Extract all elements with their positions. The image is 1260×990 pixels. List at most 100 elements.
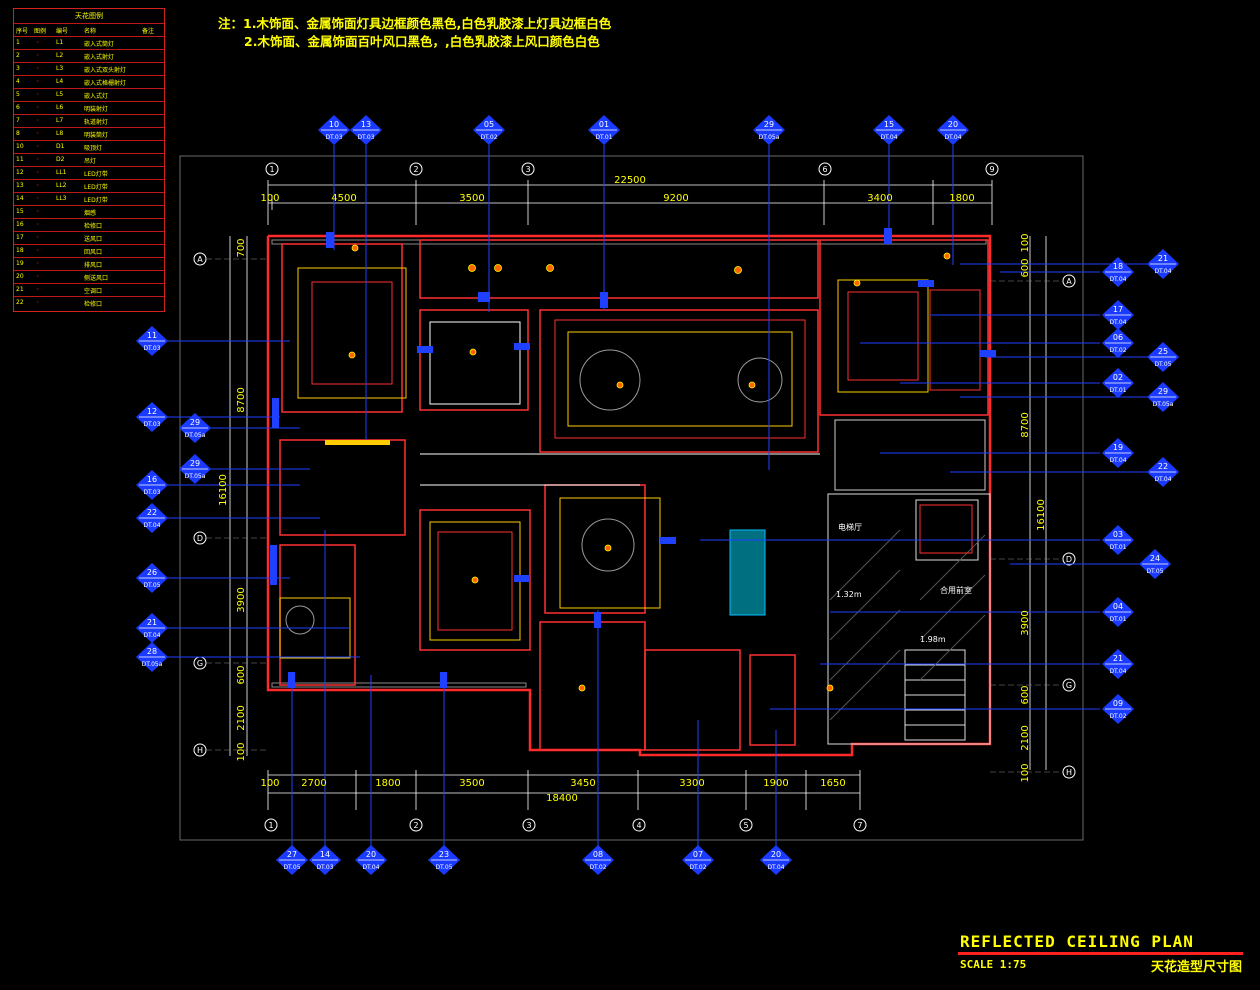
legend-symbol-icon: ◦ bbox=[36, 39, 40, 46]
legend-row-no: 18 bbox=[16, 247, 24, 254]
dim-top-seg-3: 9200 bbox=[663, 193, 688, 204]
callout-left-2-ref: DT.05a bbox=[185, 432, 206, 439]
callout-right-5-num: 02 bbox=[1113, 373, 1123, 382]
callout-top-3-ref: DT.01 bbox=[595, 134, 612, 141]
callout-top-1-num: 13 bbox=[361, 120, 371, 129]
callout-top-6-ref: DT.04 bbox=[944, 134, 961, 141]
legend-symbol-icon: ◦ bbox=[36, 143, 40, 150]
legend-row-code: D1 bbox=[56, 143, 65, 150]
room-label-0: 电梯厅 bbox=[838, 522, 862, 532]
callout-top-4-num: 29 bbox=[764, 120, 774, 129]
callout-right-1-ref: DT.04 bbox=[1154, 268, 1171, 275]
dim-right-total: 16100 bbox=[1036, 499, 1047, 531]
room-label-1: 合用前室 bbox=[940, 585, 972, 595]
axis-right-0: A bbox=[1066, 277, 1072, 286]
outer-walls bbox=[266, 234, 992, 757]
dim-right-seg-0: 100 bbox=[1020, 233, 1031, 252]
callout-right-9-num: 03 bbox=[1113, 530, 1123, 539]
callout-bottom-1-ref: DT.03 bbox=[316, 864, 333, 871]
note-line-2: 2.木饰面、金属饰面百叶风口黑色，,白色乳胶漆上风口颜色白色 bbox=[244, 34, 600, 49]
legend-header-code: 编号 bbox=[56, 28, 69, 35]
legend-row-name: 烟感 bbox=[84, 210, 97, 217]
legend-row-no: 13 bbox=[16, 182, 24, 189]
legend-row-code: L4 bbox=[56, 78, 64, 85]
callout-right-7-num: 19 bbox=[1113, 443, 1123, 452]
callout-bottom-0-num: 27 bbox=[287, 850, 297, 859]
callout-bottom-5-ref: DT.02 bbox=[689, 864, 706, 871]
callout-right-12-num: 21 bbox=[1113, 654, 1123, 663]
legend-row-no: 10 bbox=[16, 143, 24, 150]
legend-row-no: 15 bbox=[16, 208, 24, 215]
drawing-title-cn: 天花造型尺寸图 bbox=[1150, 960, 1242, 975]
callout-top-3-num: 01 bbox=[599, 120, 609, 129]
dim-top-total: 22500 bbox=[614, 175, 646, 186]
legend-row-code: L7 bbox=[56, 117, 64, 124]
legend-row-code: L8 bbox=[56, 130, 64, 137]
callout-bottom-4-num: 08 bbox=[593, 850, 603, 859]
legend-row-no: 22 bbox=[16, 299, 24, 306]
callout-right-0-num: 18 bbox=[1113, 262, 1123, 271]
legend-row-name: 检修口 bbox=[84, 301, 103, 308]
axis-left-3: H bbox=[197, 746, 203, 755]
callout-bottom-3-num: 23 bbox=[439, 850, 449, 859]
callout-top-0-num: 10 bbox=[329, 120, 339, 129]
legend-symbol-icon: ◦ bbox=[36, 117, 40, 124]
callout-right-4-ref: DT.05 bbox=[1154, 361, 1171, 368]
axis-bottom-4: 5 bbox=[743, 821, 748, 830]
dim-bottom-seg-5: 3300 bbox=[679, 778, 704, 789]
callout-left-5-ref: DT.04 bbox=[143, 522, 160, 529]
legend-row-name: 空调口 bbox=[84, 288, 103, 295]
legend-row-name: 回风口 bbox=[84, 249, 103, 256]
dim-right-seg-6: 100 bbox=[1020, 763, 1031, 782]
legend-row-no: 17 bbox=[16, 234, 24, 241]
legend-symbol-icon: ◦ bbox=[36, 260, 40, 267]
legend-row-name: LED灯带 bbox=[84, 184, 108, 191]
dim-top-seg-5: 1800 bbox=[949, 193, 974, 204]
axis-lines bbox=[206, 258, 1063, 773]
legend-row-name: 嵌入式双头射灯 bbox=[84, 67, 127, 74]
legend-row-no: 20 bbox=[16, 273, 24, 280]
ceiling-outlines bbox=[279, 267, 986, 659]
title-rule bbox=[958, 952, 1243, 955]
legend-row-no: 12 bbox=[16, 169, 24, 176]
callout-right-3-num: 06 bbox=[1113, 333, 1123, 342]
callout-top-2-num: 05 bbox=[484, 120, 494, 129]
legend-row-code: D2 bbox=[56, 156, 65, 163]
callout-right-8-num: 22 bbox=[1158, 462, 1168, 471]
callout-bottom-5-num: 07 bbox=[693, 850, 703, 859]
callout-bottom-1-num: 14 bbox=[320, 850, 330, 859]
note-line-1: 注：1.木饰面、金属饰面灯具边框颜色黑色,白色乳胶漆上灯具边框白色 bbox=[218, 16, 612, 31]
callout-bottom-6-num: 20 bbox=[771, 850, 781, 859]
legend-row-no: 7 bbox=[16, 117, 20, 124]
legend-row-name: 侧送风口 bbox=[84, 275, 109, 282]
dim-top-seg-1: 4500 bbox=[331, 193, 356, 204]
legend-row-name: 吊灯 bbox=[84, 158, 97, 165]
callout-top-6-num: 20 bbox=[948, 120, 958, 129]
dim-bottom-seg-4: 3450 bbox=[570, 778, 595, 789]
axis-bottom-5: 7 bbox=[857, 821, 862, 830]
callout-bottom-4-ref: DT.02 bbox=[589, 864, 606, 871]
axis-bottom-1: 2 bbox=[413, 821, 418, 830]
legend-symbol-icon: ◦ bbox=[36, 273, 40, 280]
legend-row-name: 嵌入式射灯 bbox=[84, 54, 115, 61]
legend-symbol-icon: ◦ bbox=[36, 130, 40, 137]
callout-right-0-ref: DT.04 bbox=[1109, 276, 1126, 283]
axis-top-3: 6 bbox=[822, 165, 827, 174]
legend-symbol-icon: ◦ bbox=[36, 169, 40, 176]
dim-right-seg-4: 600 bbox=[1020, 685, 1031, 704]
legend-row-no: 2 bbox=[16, 52, 20, 59]
legend-row-name: 嵌入式筒灯 bbox=[84, 41, 115, 48]
legend-row-no: 8 bbox=[16, 130, 20, 137]
